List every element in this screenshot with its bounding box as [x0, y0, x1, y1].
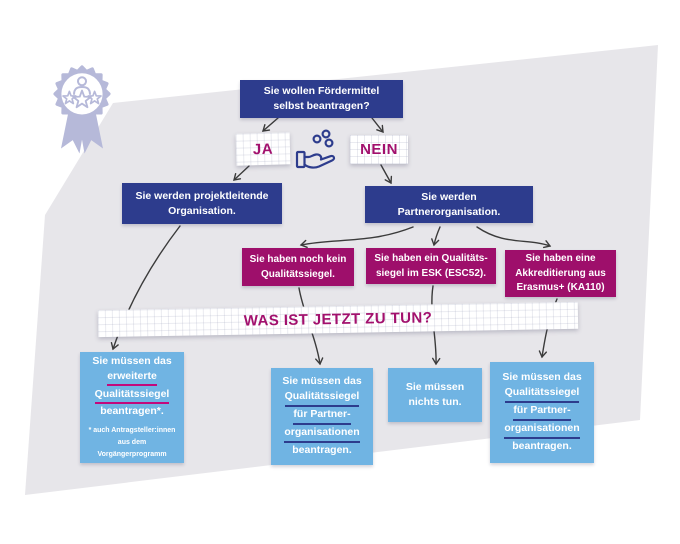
- answer-no-box: NEIN: [350, 135, 408, 164]
- action-line: Qualitätssiegel: [89, 388, 176, 404]
- hand-with-coins-icon: [294, 129, 342, 175]
- action-line: Sie müssen das: [502, 371, 582, 384]
- answer-yes-label: JA: [252, 140, 274, 158]
- role-line: Organisation.: [168, 205, 236, 217]
- answer-no-label: NEIN: [360, 141, 398, 158]
- link-erweiterte[interactable]: erweiterte: [107, 370, 157, 386]
- condition-line: Sie haben ein Qualitäts-: [374, 253, 488, 264]
- condition-line: Sie haben eine: [525, 253, 596, 265]
- role-line: Sie werden: [421, 190, 477, 203]
- link-qualitaetssiegel-partner[interactable]: Qualitätssiegel: [504, 386, 580, 403]
- condition-no-seal-box: Sie haben noch kein Qualitätssiegel.: [242, 248, 354, 286]
- condition-line: Sie haben noch kein: [249, 254, 347, 265]
- role-partner-box: Sie werden Partnerorganisation.: [365, 186, 533, 223]
- action-erweitertes-siegel-box: Sie müssen das erweiterte Qualitätssiege…: [80, 352, 184, 463]
- action-line: für Partner-: [282, 408, 361, 425]
- link-qualitaetssiegel-partner[interactable]: für Partner-: [513, 404, 571, 421]
- link-qualitaetssiegel-partner[interactable]: organisationen: [284, 426, 360, 443]
- action-line: Qualitätssiegel: [282, 390, 361, 407]
- action-partner-siegel-box-1: Sie müssen das Qualitätssiegel für Partn…: [271, 368, 373, 465]
- condition-line: Erasmus+ (KA110): [516, 282, 605, 294]
- link-qualitaetssiegel-partner[interactable]: für Partner-: [293, 408, 351, 425]
- link-qualitaetssiegel-partner[interactable]: Qualitätssiegel: [284, 390, 360, 407]
- action-line: beantragen*.: [100, 405, 164, 418]
- question-line: Sie wollen Fördermittel: [263, 84, 380, 97]
- condition-line: Qualitätssiegel.: [261, 268, 335, 280]
- action-line: beantragen.: [292, 444, 352, 457]
- link-qualitaetssiegel[interactable]: Qualitätssiegel: [94, 388, 170, 404]
- action-line: Sie müssen das: [92, 354, 172, 367]
- todo-banner-title: WAS IST JETZT ZU TUN?: [243, 309, 433, 330]
- action-line: Sie müssen das: [282, 375, 362, 388]
- action-line: erweiterte: [89, 370, 176, 386]
- action-line: nichts tun.: [408, 395, 462, 408]
- question-line: selbst beantragen?: [273, 99, 370, 112]
- action-nothing-box: Sie müssen nichts tun.: [388, 368, 482, 422]
- action-line: beantragen.: [512, 440, 572, 453]
- footnote: * auch Antragsteller:innen aus dem Vorgä…: [89, 426, 176, 461]
- footnote-line: Vorgängerprogramm: [97, 450, 167, 458]
- action-line: organisationen: [282, 426, 361, 443]
- role-projektleitende-box: Sie werden projektleitende Organisation.: [122, 183, 282, 224]
- action-line: Sie müssen: [405, 380, 465, 393]
- role-line: Sie werden projektleitende: [135, 189, 269, 202]
- condition-line: Akkreditierung aus: [515, 267, 606, 279]
- condition-esk-seal-box: Sie haben ein Qualitäts- siegel im ESK (…: [366, 248, 496, 284]
- action-line: für Partner-: [502, 404, 581, 421]
- action-partner-siegel-box-2: Sie müssen das Qualitätssiegel für Partn…: [490, 362, 594, 463]
- link-qualitaetssiegel-partner[interactable]: organisationen: [504, 422, 580, 439]
- question-box: Sie wollen Fördermittel selbst beantrage…: [240, 80, 403, 118]
- footnote-line: * auch Antragsteller:innen: [88, 426, 176, 434]
- quality-seal-badge-icon: [40, 56, 124, 162]
- condition-erasmus-accreditation-box: Sie haben eine Akkreditierung aus Erasmu…: [505, 250, 616, 297]
- action-line: organisationen: [502, 422, 581, 439]
- role-line: Partnerorganisation.: [397, 206, 501, 218]
- condition-line: siegel im ESK (ESC52).: [375, 267, 487, 279]
- action-line: Qualitätssiegel: [502, 386, 581, 403]
- footnote-line: aus dem: [117, 438, 147, 446]
- answer-yes-box: JA: [235, 132, 291, 166]
